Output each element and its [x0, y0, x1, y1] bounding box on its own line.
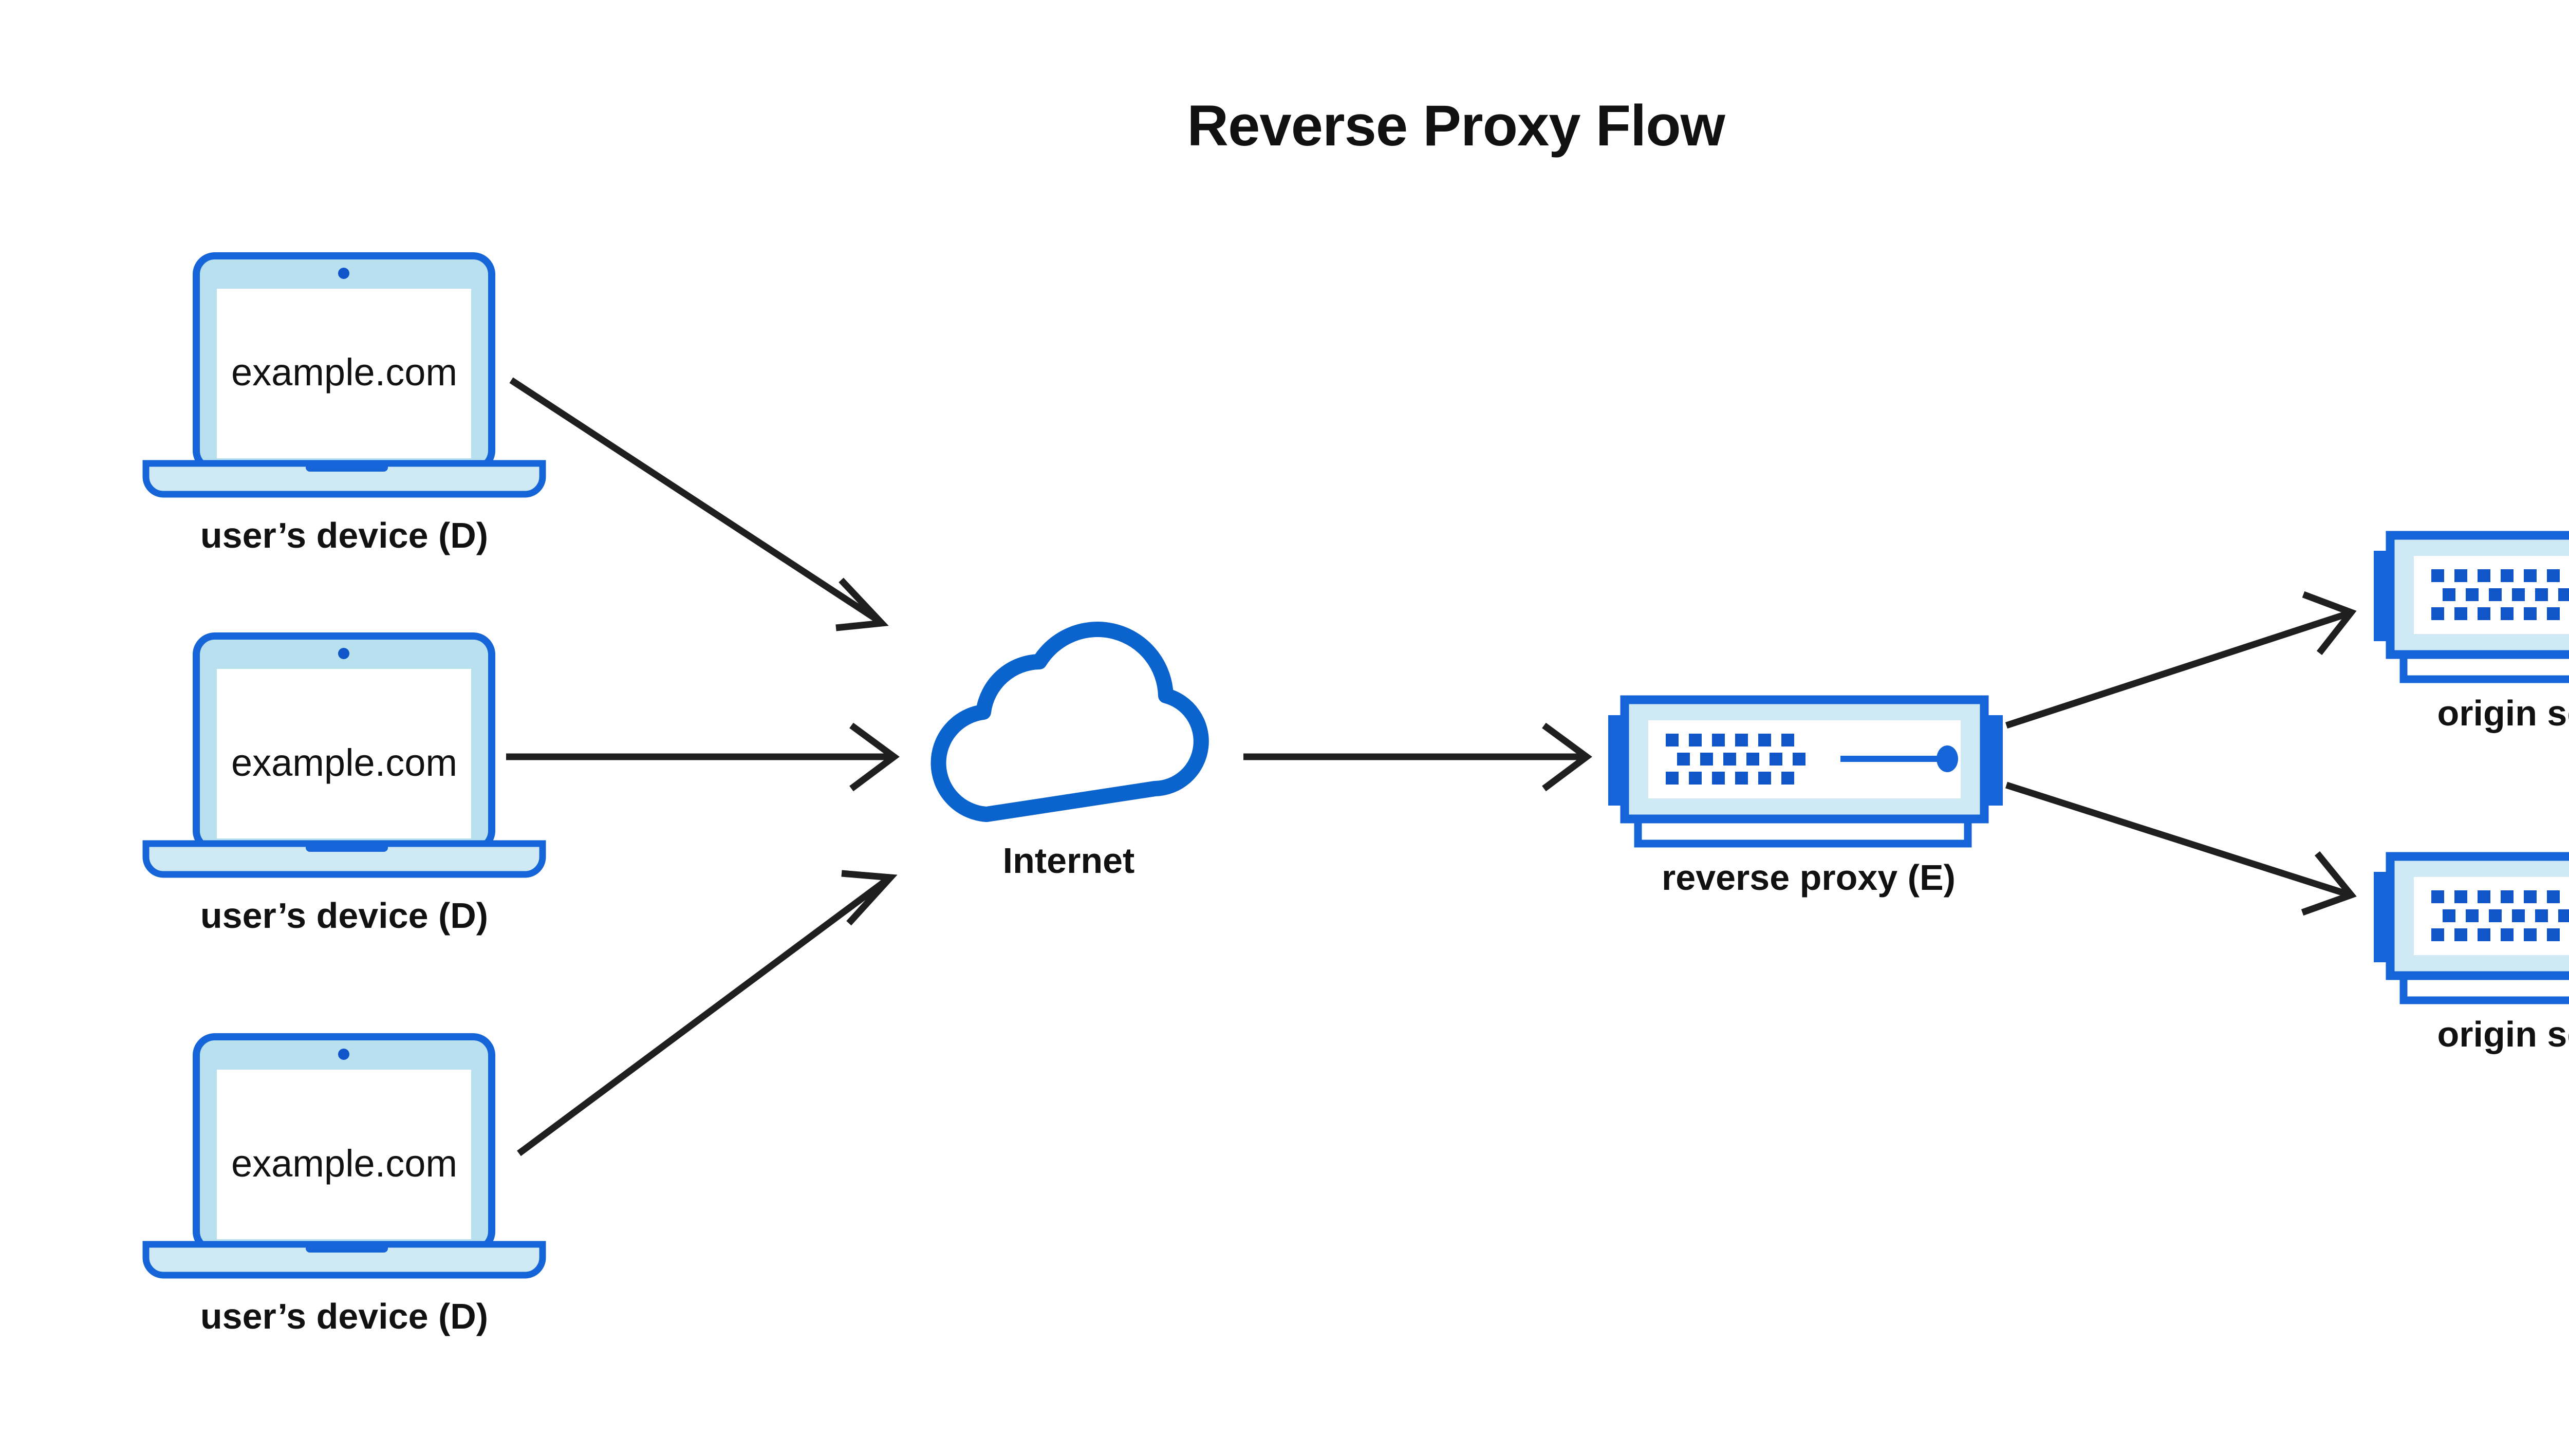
arrow-device-top-to-internet [509, 377, 882, 625]
server-led-grid-icon [1666, 734, 1805, 785]
laptop-base-icon [142, 840, 546, 878]
laptop-camera-icon [338, 1049, 349, 1060]
laptop-camera-icon [338, 268, 349, 279]
node-origin-bottom[interactable]: origin server (F) [2374, 850, 2569, 1054]
arrowhead-device-middle-to-internet [849, 722, 900, 792]
server-slot-icon [1840, 756, 1938, 762]
node-device-bottom[interactable]: example.com user’s device (D) [139, 1033, 550, 1336]
caption-device-bottom: user’s device (D) [200, 1296, 489, 1336]
laptop-icon [193, 632, 495, 853]
cloud-icon [930, 622, 1209, 822]
node-device-middle[interactable]: example.com user’s device (D) [139, 632, 550, 936]
caption-device-middle: user’s device (D) [200, 895, 489, 936]
server-icon [1608, 695, 2003, 848]
caption-origin-bottom: origin server (F) [2437, 1014, 2569, 1054]
arrow-proxy-to-origin-top [2005, 610, 2349, 729]
node-internet[interactable]: Internet [909, 622, 1228, 881]
node-device-top[interactable]: example.com user’s device (D) [139, 252, 550, 555]
laptop-icon [193, 252, 495, 473]
server-icon [2374, 852, 2569, 1004]
arrowhead-proxy-to-origin-top [2302, 591, 2357, 656]
node-reverse-proxy[interactable]: reverse proxy (E) [1608, 694, 2009, 898]
arrowhead-proxy-to-origin-bottom [2301, 851, 2357, 916]
laptop-camera-icon [338, 648, 349, 659]
arrowhead-device-top-to-internet [835, 577, 889, 631]
screen-url-label: example.com [231, 741, 458, 784]
server-led-grid-icon [2431, 569, 2569, 620]
screen-url-label: example.com [231, 1142, 458, 1185]
laptop-base-icon [142, 1241, 546, 1279]
caption-origin-top: origin server (F) [2437, 693, 2569, 733]
caption-reverse-proxy: reverse proxy (E) [1662, 857, 1956, 898]
caption-device-top: user’s device (D) [200, 515, 489, 555]
caption-internet: Internet [1002, 841, 1135, 881]
arrow-device-bottom-to-internet [517, 876, 889, 1156]
server-icon [2374, 531, 2569, 683]
laptop-base-icon [142, 460, 546, 498]
node-origin-top[interactable]: origin server (F) [2374, 529, 2569, 733]
page-title: Reverse Proxy Flow [1187, 94, 1725, 158]
screen-url-label: example.com [231, 351, 458, 394]
server-status-light-icon [1937, 745, 1958, 772]
laptop-icon [193, 1033, 495, 1254]
arrowhead-internet-to-reverse-proxy [1542, 722, 1592, 792]
server-led-grid-icon [2431, 890, 2569, 941]
